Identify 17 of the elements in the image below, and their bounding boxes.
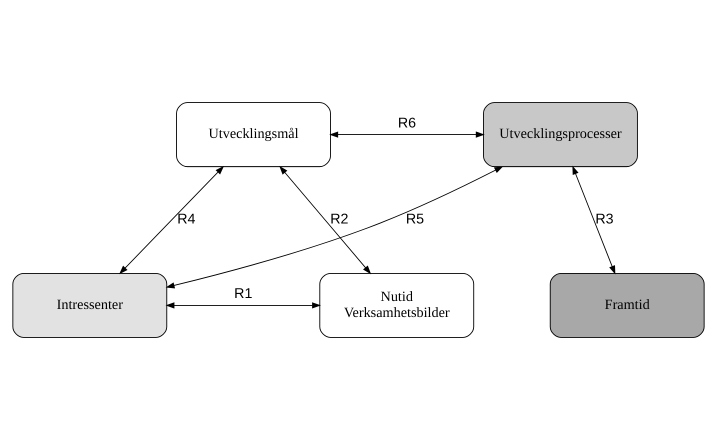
arrow [329,130,485,138]
node-box: Utvecklingsprocesser [483,102,638,167]
arrow [572,165,616,274]
edge-label: R6 [398,114,416,131]
node-box: Framtid [550,272,705,338]
node-box: Nutid Verksamhetsbilder [319,272,474,338]
edge-label: R2 [330,210,348,227]
node-box: Intressenter [12,272,168,338]
edge-label: R1 [234,286,252,302]
arrow [279,165,372,274]
arrow [166,302,322,308]
arrow [166,166,504,288]
arrow [119,165,224,274]
node-box: Utvecklingsmål [176,102,331,167]
edge-label: R3 [595,210,614,227]
edge-label: R5 [406,210,424,227]
edge-label: R4 [177,210,196,227]
